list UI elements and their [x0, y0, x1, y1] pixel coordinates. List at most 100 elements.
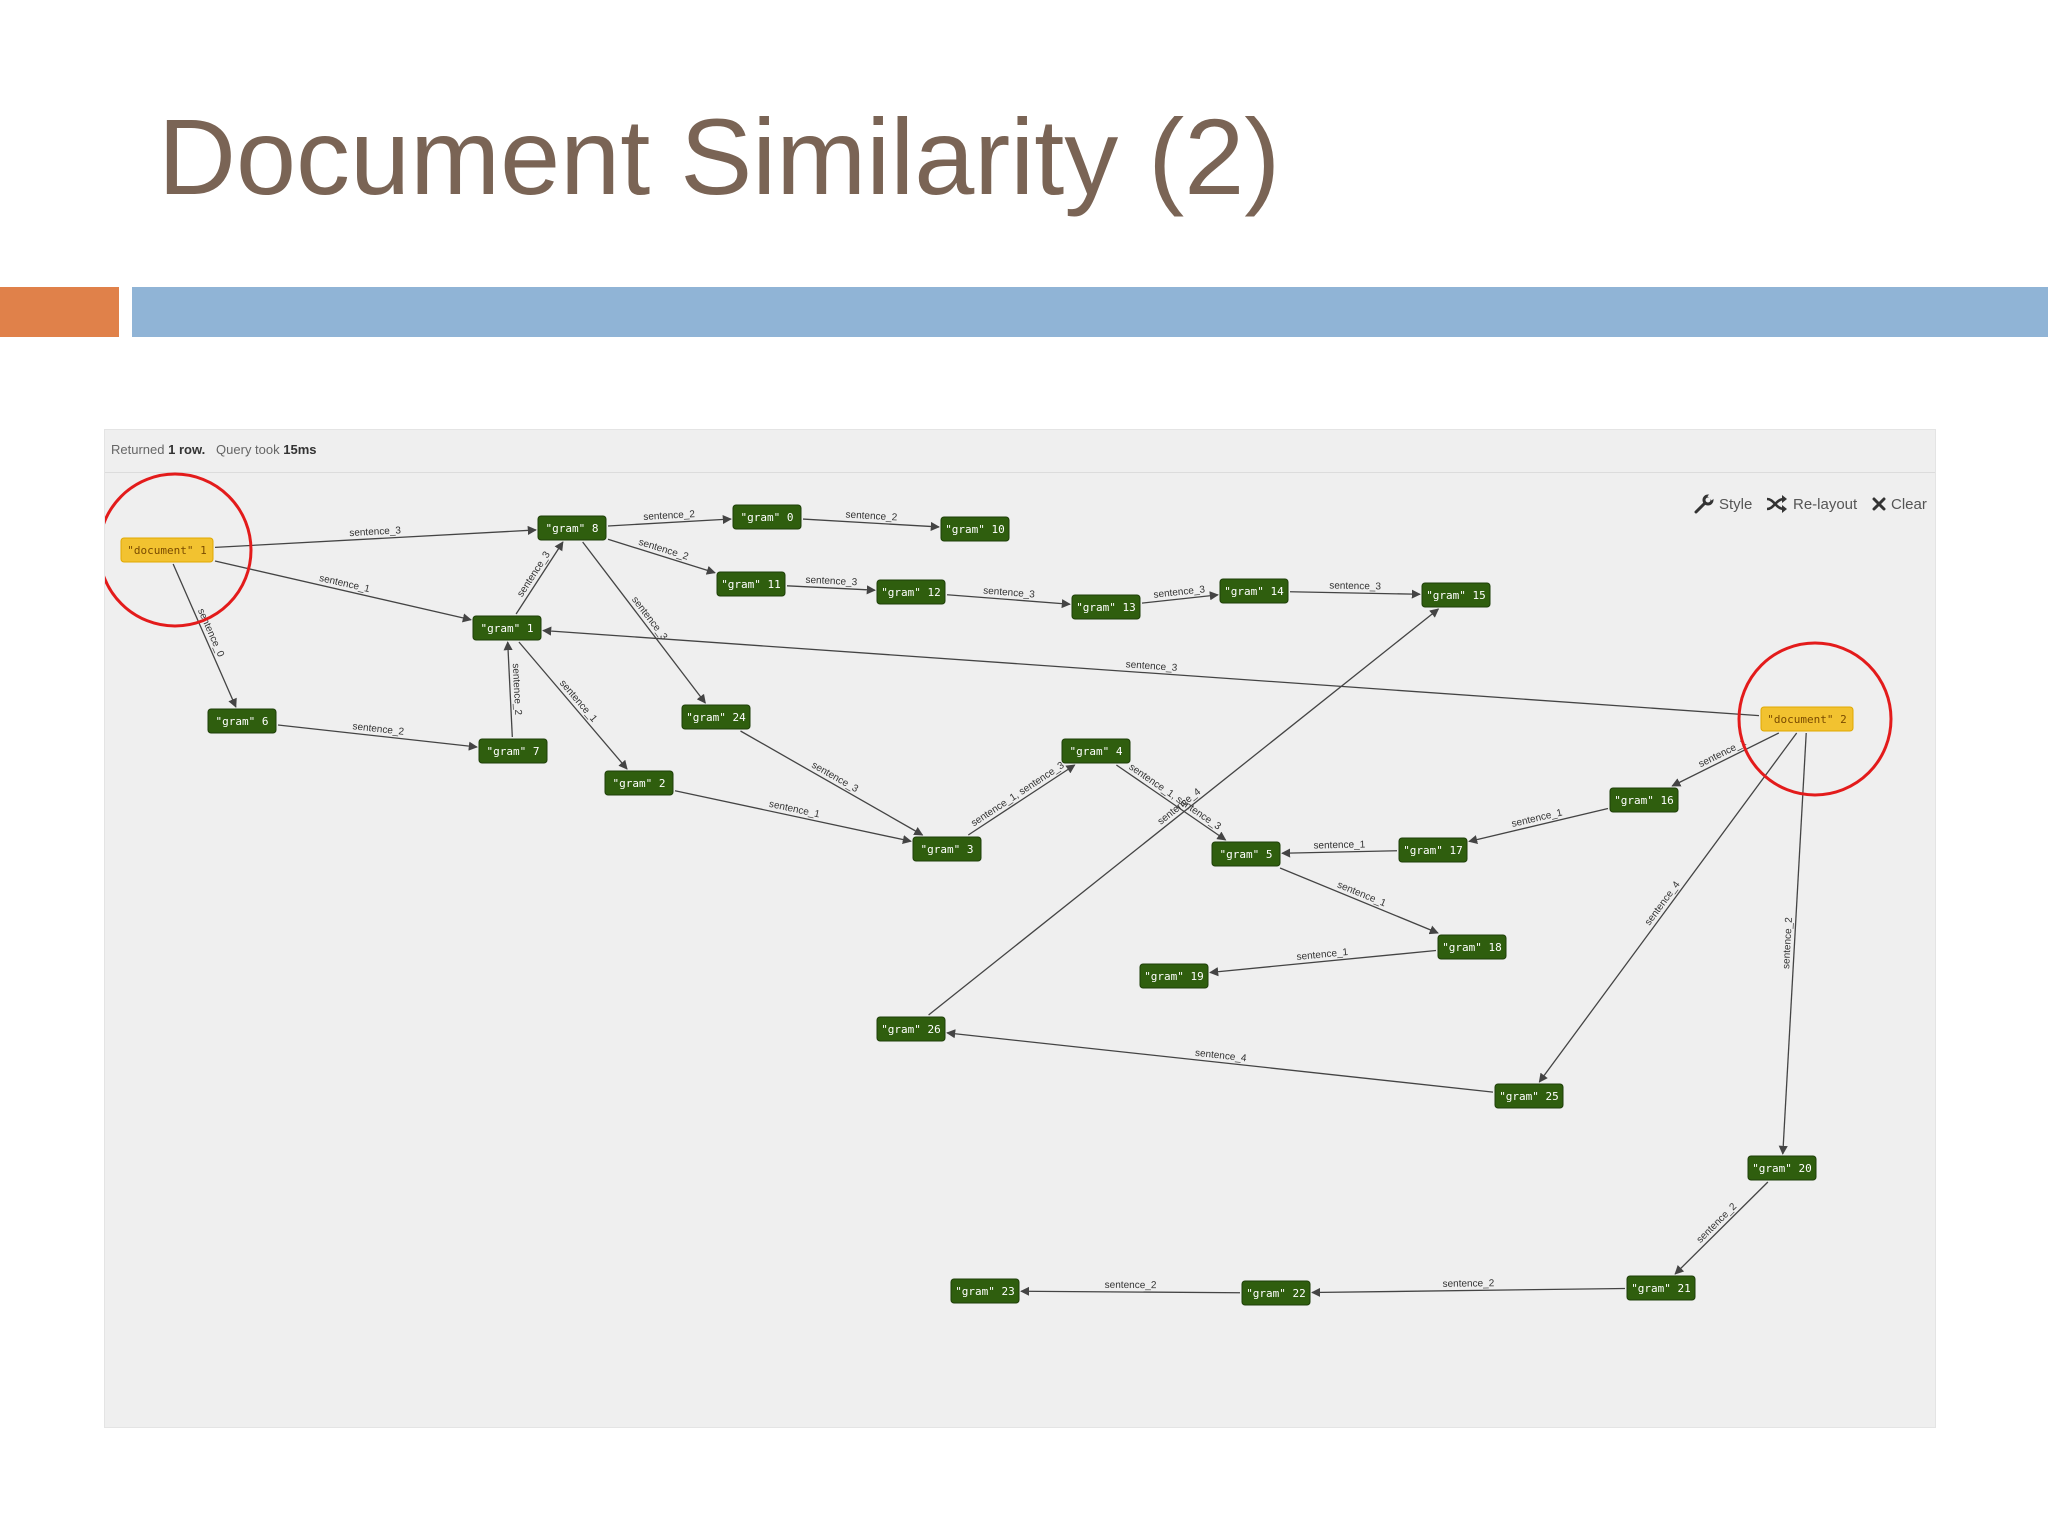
edge-label: sentence_1 — [1511, 807, 1564, 830]
edge-line[interactable] — [1468, 807, 1609, 845]
node-box — [472, 615, 542, 641]
node-label: "gram" 8 — [546, 522, 599, 535]
edge-line[interactable] — [740, 730, 924, 836]
edge-line[interactable] — [582, 541, 706, 704]
gram-node[interactable]: "gram" 7 — [478, 738, 548, 764]
edge-line[interactable] — [786, 585, 876, 595]
node-label: "gram" 4 — [1070, 745, 1123, 758]
edge-label: sentence_1, sentence_3 — [1127, 762, 1223, 833]
gram-node[interactable]: "gram" 14 — [1219, 578, 1289, 604]
edge-line[interactable] — [515, 541, 564, 615]
gram-node[interactable]: "gram" 19 — [1139, 963, 1209, 989]
gram-node[interactable]: "gram" 12 — [876, 579, 946, 605]
edge-line[interactable] — [1281, 848, 1398, 858]
gram-node[interactable]: "gram" 24 — [681, 704, 751, 730]
edge-line[interactable] — [1020, 1286, 1241, 1296]
gram-node[interactable]: "gram" 16 — [1609, 787, 1679, 813]
gram-node[interactable]: "gram" 21 — [1626, 1275, 1696, 1301]
edge-label: sentence_1 — [318, 573, 371, 595]
gram-node[interactable]: "gram" 5 — [1211, 841, 1281, 867]
node-box — [940, 516, 1010, 542]
edge-line[interactable] — [946, 1029, 1494, 1093]
node-box — [1437, 934, 1507, 960]
gram-node[interactable]: "gram" 11 — [716, 571, 786, 597]
document-node[interactable]: "document" 2 — [1760, 706, 1854, 732]
graph-canvas[interactable]: sentence_3sentence_1sentence_0sentence_2… — [105, 430, 1935, 1427]
row-count: 1 row. — [168, 442, 206, 457]
edge-label: sentence_2 — [1105, 1280, 1157, 1291]
node-label: "gram" 18 — [1442, 941, 1502, 954]
edge-line[interactable] — [1289, 589, 1421, 599]
gram-node[interactable]: "gram" 13 — [1071, 594, 1141, 620]
node-label: "gram" 24 — [686, 711, 746, 724]
edge-line[interactable] — [214, 560, 472, 623]
gram-node[interactable]: "gram" 4 — [1061, 738, 1131, 764]
gram-node[interactable]: "gram" 26 — [876, 1016, 946, 1042]
edge-line[interactable] — [214, 525, 537, 549]
style-button[interactable]: Style — [1689, 488, 1756, 520]
gram-node[interactable]: "gram" 17 — [1398, 837, 1468, 863]
edge-line[interactable] — [607, 514, 732, 527]
node-label: "gram" 26 — [881, 1023, 941, 1036]
edge-line[interactable] — [607, 538, 716, 575]
node-label: "gram" 19 — [1144, 970, 1204, 983]
edge-label: sentence_1 — [557, 678, 599, 725]
node-box — [1398, 837, 1468, 863]
gram-node[interactable]: "gram" 1 — [472, 615, 542, 641]
edge-line[interactable] — [967, 764, 1076, 836]
edge-line[interactable] — [277, 724, 478, 751]
edge-line[interactable] — [1778, 732, 1807, 1155]
edge-line[interactable] — [542, 626, 1760, 717]
node-box — [1747, 1155, 1817, 1181]
edge-label: sentence_3 — [805, 575, 858, 589]
gram-node[interactable]: "gram" 8 — [537, 515, 607, 541]
edge-line[interactable] — [1671, 732, 1780, 787]
node-label: "gram" 5 — [1220, 848, 1273, 861]
edge-label: sentence_3 — [629, 595, 669, 643]
gram-node[interactable]: "gram" 18 — [1437, 934, 1507, 960]
edge-line[interactable] — [1311, 1287, 1626, 1297]
edge-line[interactable] — [1538, 732, 1798, 1083]
edge-line[interactable] — [1674, 1181, 1769, 1275]
edge-line[interactable] — [518, 641, 628, 770]
relayout-button[interactable]: Re-layout — [1761, 488, 1861, 520]
clear-button[interactable]: Clear — [1867, 488, 1931, 520]
gram-node[interactable]: "gram" 25 — [1494, 1083, 1564, 1109]
accent-bar-blue — [132, 287, 2048, 337]
edge-label: sentence_2 — [637, 537, 690, 563]
gram-node[interactable]: "gram" 22 — [1241, 1280, 1311, 1306]
node-label: "gram" 1 — [481, 622, 534, 635]
node-label: "gram" 21 — [1631, 1282, 1691, 1295]
edge-line[interactable] — [1279, 867, 1439, 935]
edge-line[interactable] — [1209, 949, 1437, 977]
edge-line[interactable] — [928, 608, 1440, 1016]
gram-node[interactable]: "gram" 10 — [940, 516, 1010, 542]
slide-title: Document Similarity (2) — [158, 96, 1281, 217]
gram-node[interactable]: "gram" 15 — [1421, 582, 1491, 608]
edge-line[interactable] — [802, 518, 940, 531]
edge-line[interactable] — [674, 790, 912, 845]
edge-line[interactable] — [503, 641, 513, 738]
edge-line[interactable] — [172, 563, 237, 708]
node-box — [1609, 787, 1679, 813]
node-label: "gram" 15 — [1426, 589, 1486, 602]
edge-line[interactable] — [946, 594, 1071, 609]
node-label: "document" 1 — [127, 544, 206, 557]
gram-node[interactable]: "gram" 6 — [207, 708, 277, 734]
node-label: "gram" 20 — [1752, 1162, 1812, 1175]
node-label: "gram" 16 — [1614, 794, 1674, 807]
edge-label: sentence_2 — [1695, 1201, 1740, 1246]
gram-node[interactable]: "gram" 20 — [1747, 1155, 1817, 1181]
edge-line[interactable] — [1141, 591, 1219, 604]
gram-node[interactable]: "gram" 0 — [732, 504, 802, 530]
edge-line[interactable] — [1116, 764, 1227, 841]
document-node[interactable]: "document" 1 — [120, 537, 214, 563]
node-box — [876, 1016, 946, 1042]
gram-node[interactable]: "gram" 3 — [912, 836, 982, 862]
node-label: "gram" 13 — [1076, 601, 1136, 614]
gram-node[interactable]: "gram" 23 — [950, 1278, 1020, 1304]
node-box — [1219, 578, 1289, 604]
gram-node[interactable]: "gram" 2 — [604, 770, 674, 796]
edge-label: sentence_1 — [1313, 839, 1365, 851]
wrench-icon — [1693, 493, 1715, 515]
